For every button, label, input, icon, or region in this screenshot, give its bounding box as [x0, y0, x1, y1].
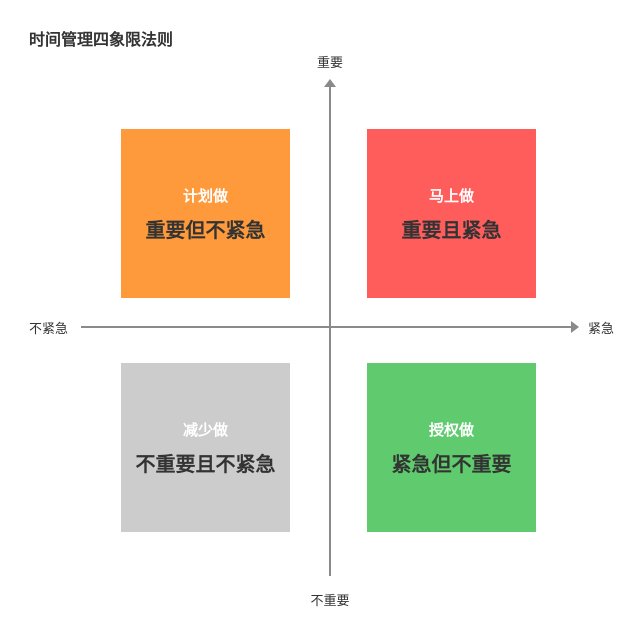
- axis-label-urgent: 紧急: [588, 322, 615, 337]
- quadrant-description: 紧急但不重要: [391, 451, 512, 476]
- arrow-right-icon: [571, 321, 579, 333]
- quadrant-description: 重要但不紧急: [145, 217, 266, 242]
- quadrant-action: 马上做: [428, 186, 474, 205]
- quadrant-not-important-not-urgent: 减少做 不重要且不紧急: [121, 363, 290, 532]
- quadrant-urgent-not-important: 授权做 紧急但不重要: [367, 363, 536, 532]
- horizontal-axis: [81, 326, 571, 328]
- quadrant-action: 计划做: [182, 186, 228, 205]
- quadrant-important-urgent: 马上做 重要且紧急: [367, 129, 536, 298]
- arrow-up-icon: [324, 79, 336, 87]
- quadrant-description: 不重要且不紧急: [135, 451, 276, 476]
- vertical-axis: [329, 87, 331, 576]
- quadrant-important-not-urgent: 计划做 重要但不紧急: [121, 129, 290, 298]
- axis-label-not-urgent: 不紧急: [29, 322, 69, 337]
- axis-label-important: 重要: [316, 56, 344, 71]
- axis-label-not-important: 不重要: [310, 594, 350, 609]
- quadrant-action: 减少做: [182, 420, 228, 439]
- quadrant-description: 重要且紧急: [401, 217, 502, 242]
- quadrant-action: 授权做: [428, 420, 474, 439]
- diagram-title: 时间管理四象限法则: [29, 30, 174, 49]
